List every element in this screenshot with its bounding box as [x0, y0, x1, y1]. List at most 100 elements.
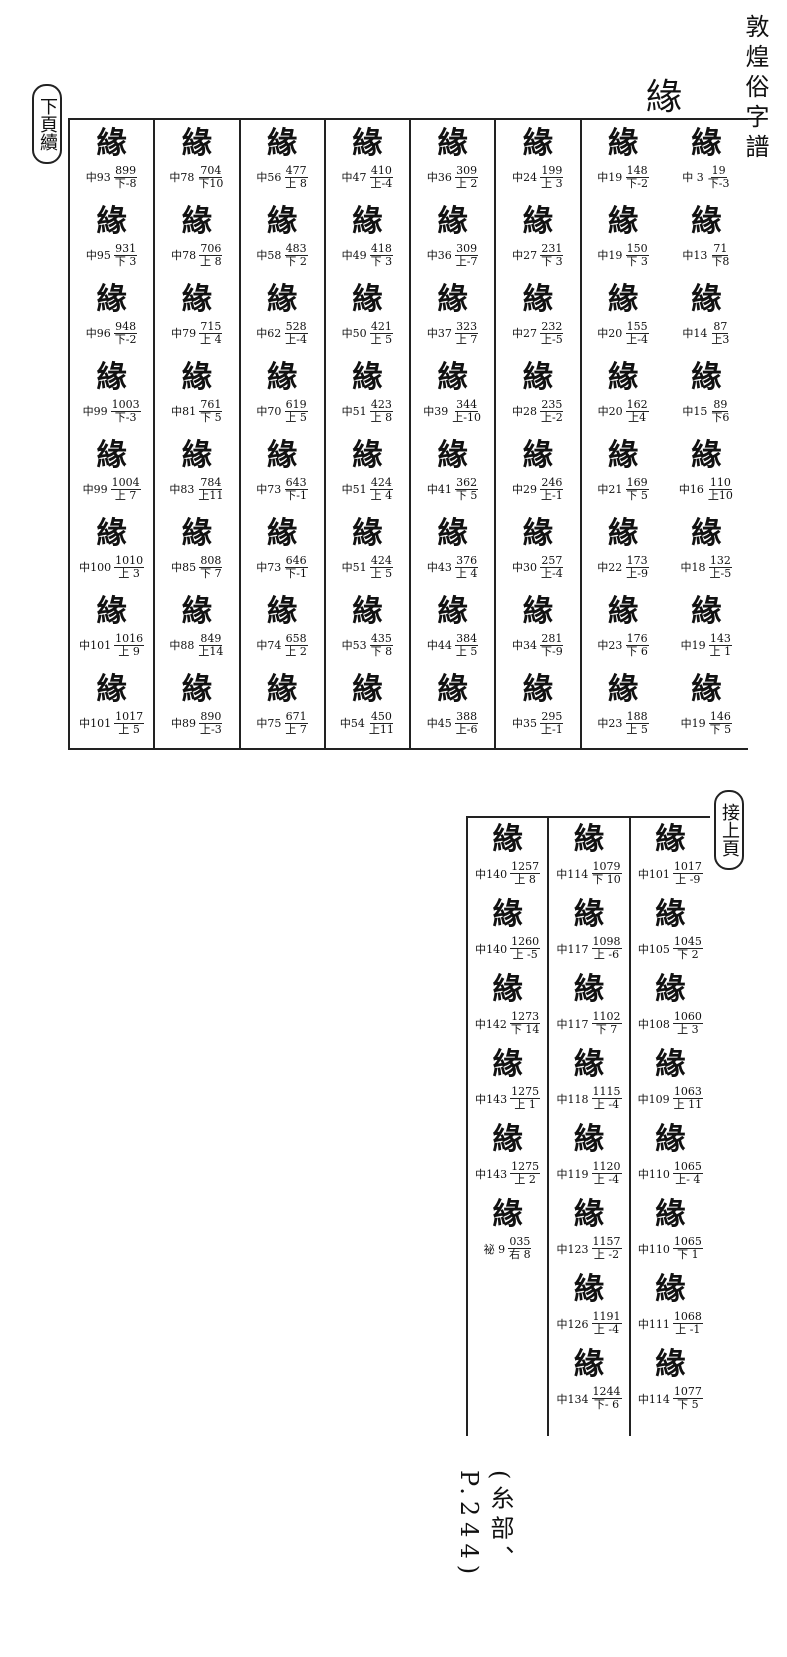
line-position: 下 2: [677, 948, 699, 961]
line-position: 上 8: [200, 254, 222, 268]
variant-glyph: 緣: [574, 1047, 604, 1083]
page-number: 1060: [672, 1010, 703, 1024]
line-position: 上 3: [541, 176, 563, 190]
variant-glyph: 緣: [691, 593, 722, 629]
source-ref: 中43: [426, 561, 452, 574]
line-position: 上 5: [370, 332, 393, 346]
line-position: 下 3: [114, 254, 137, 268]
source-ref: 中22: [597, 561, 623, 574]
variant-glyph: 緣: [574, 972, 604, 1008]
source-ref: 中53: [341, 639, 367, 652]
variant-glyph: 緣: [574, 897, 604, 933]
variant-glyph: 緣: [437, 359, 468, 395]
source-ref: 中50: [341, 327, 367, 340]
page-number: 948: [114, 319, 138, 334]
line-position: 上 9: [118, 644, 140, 658]
line-position: 下 2: [285, 254, 307, 268]
source-ref: 中14: [682, 327, 708, 340]
line-position: 上-7: [455, 254, 478, 268]
page-number: 435: [369, 631, 393, 646]
variant-glyph: 緣: [437, 515, 468, 551]
source-ref: 中20: [597, 327, 623, 340]
page-number: 671: [284, 709, 308, 724]
variant-glyph: 緣: [691, 125, 722, 161]
variant-glyph: 緣: [655, 972, 686, 1008]
page-number: 450: [369, 709, 393, 724]
page-number: 658: [284, 631, 308, 646]
variant-glyph: 緣: [608, 359, 639, 395]
source-ref: 中73: [256, 561, 282, 574]
variant-glyph: 緣: [522, 125, 553, 161]
line-position: 上-4: [626, 332, 648, 346]
page-number: 1063: [672, 1085, 703, 1099]
line-position: 上 5: [285, 410, 307, 424]
source-ref: 中47: [341, 171, 367, 184]
page-number: 323: [455, 319, 479, 334]
page-number: 235: [540, 397, 564, 412]
page-number: 1157: [591, 1235, 622, 1249]
page-number: 483: [284, 241, 308, 256]
variant-glyph: 緣: [574, 1347, 604, 1383]
line-position: 上 -2: [593, 1248, 620, 1261]
source-ref: 中19: [597, 249, 623, 262]
page-number: 384: [455, 631, 479, 646]
variant-glyph: 緣: [352, 671, 383, 707]
line-position: 下 1: [677, 1248, 699, 1261]
line-position: 上4: [628, 410, 647, 424]
variant-glyph: 緣: [574, 1122, 604, 1158]
variant-glyph: 緣: [691, 515, 722, 551]
line-position: 上 4: [370, 488, 393, 502]
source-ref: 中39: [423, 405, 449, 418]
source-ref: 中62: [256, 327, 282, 340]
source-ref: 中111: [637, 1317, 670, 1331]
line-position: 上11: [368, 722, 394, 736]
source-ref: 中51: [341, 405, 367, 418]
source-ref: 中126: [556, 1317, 589, 1331]
variant-glyph: 緣: [492, 1122, 523, 1158]
line-position: 下-2: [114, 332, 137, 346]
variant-glyph: 緣: [437, 437, 468, 473]
source-ref: 中101: [79, 639, 112, 652]
source-ref: 中110: [637, 1242, 670, 1256]
